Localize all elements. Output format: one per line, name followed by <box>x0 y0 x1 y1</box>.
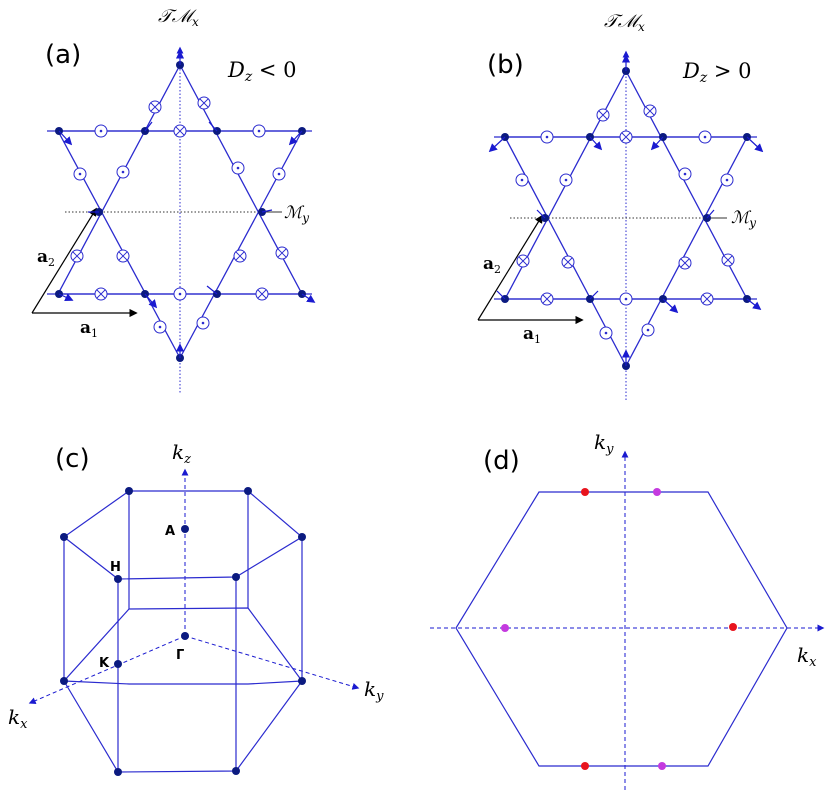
panel-a-tm-axis-label: 𝒯ℳx <box>158 6 199 29</box>
panel-b-a2-label: a2 <box>483 254 501 276</box>
panel-d-red-points <box>581 488 737 770</box>
svg-text:ky: ky <box>594 430 614 457</box>
panel-c-vertices <box>60 487 306 776</box>
svg-text:Dz > 0: Dz > 0 <box>682 59 752 86</box>
panel-d-ky-label: ky <box>594 430 614 457</box>
panel-d-magenta-points <box>501 488 666 770</box>
panel-d-label: (d) <box>483 446 520 476</box>
panel-a-a2-label: a2 <box>37 247 55 269</box>
panel-a: (a) Dz < 0 𝒯ℳx ℳy a2 a1 <box>31 6 316 393</box>
panel-d-brillouin-hexagon <box>455 491 788 767</box>
panel-b-dm-symbols <box>515 104 735 340</box>
panel-b-label: (b) <box>487 50 524 80</box>
svg-text:𝒯ℳx: 𝒯ℳx <box>158 6 199 29</box>
svg-text:ℳy: ℳy <box>731 208 756 230</box>
panel-b-tm-axis-label: 𝒯ℳx <box>604 11 645 34</box>
panel-a-label: (a) <box>45 40 81 70</box>
panel-b-a1-label: a1 <box>523 324 541 346</box>
panel-c-point-H: H <box>110 560 121 575</box>
svg-text:ky: ky <box>364 677 384 704</box>
panel-b: (b) Dz > 0 𝒯ℳx ℳy a2 a1 <box>477 11 764 400</box>
svg-text:kx: kx <box>8 705 28 732</box>
panel-c: (c) kz kx ky <box>8 440 384 776</box>
panel-d-kx-label: kx <box>797 643 817 670</box>
panel-c-kx-label: kx <box>8 705 28 732</box>
panel-b-vector-a2 <box>477 214 543 321</box>
panel-c-ky-label: ky <box>364 677 384 704</box>
panel-c-label: (c) <box>55 444 90 474</box>
svg-text:kx: kx <box>797 643 817 670</box>
svg-text:𝒯ℳx: 𝒯ℳx <box>604 11 645 34</box>
panel-b-m-axis-label: ℳy <box>731 208 756 230</box>
panel-c-kx-axis <box>28 635 186 704</box>
panel-b-condition: Dz > 0 <box>682 59 752 86</box>
panel-c-point-K: K <box>99 656 110 671</box>
svg-text:Dz < 0: Dz < 0 <box>227 58 297 85</box>
svg-text:kz: kz <box>172 440 191 467</box>
panel-c-kz-label: kz <box>172 440 191 467</box>
panel-c-point-A: A <box>165 524 175 539</box>
panel-c-brillouin-prism <box>62 490 304 773</box>
panel-a-spin-arrows <box>58 50 316 358</box>
panel-d: (d) ky kx <box>430 430 825 790</box>
panel-c-ky-axis <box>184 635 360 690</box>
panel-a-vector-a2 <box>31 207 97 314</box>
panel-a-a1-label: a1 <box>80 318 98 340</box>
panel-c-point-Gamma: Γ <box>176 648 184 663</box>
panel-b-spin-arrows <box>488 54 764 366</box>
svg-text:ℳy: ℳy <box>284 203 309 225</box>
panel-a-condition: Dz < 0 <box>227 58 297 85</box>
panel-a-m-axis-label: ℳy <box>284 203 309 225</box>
